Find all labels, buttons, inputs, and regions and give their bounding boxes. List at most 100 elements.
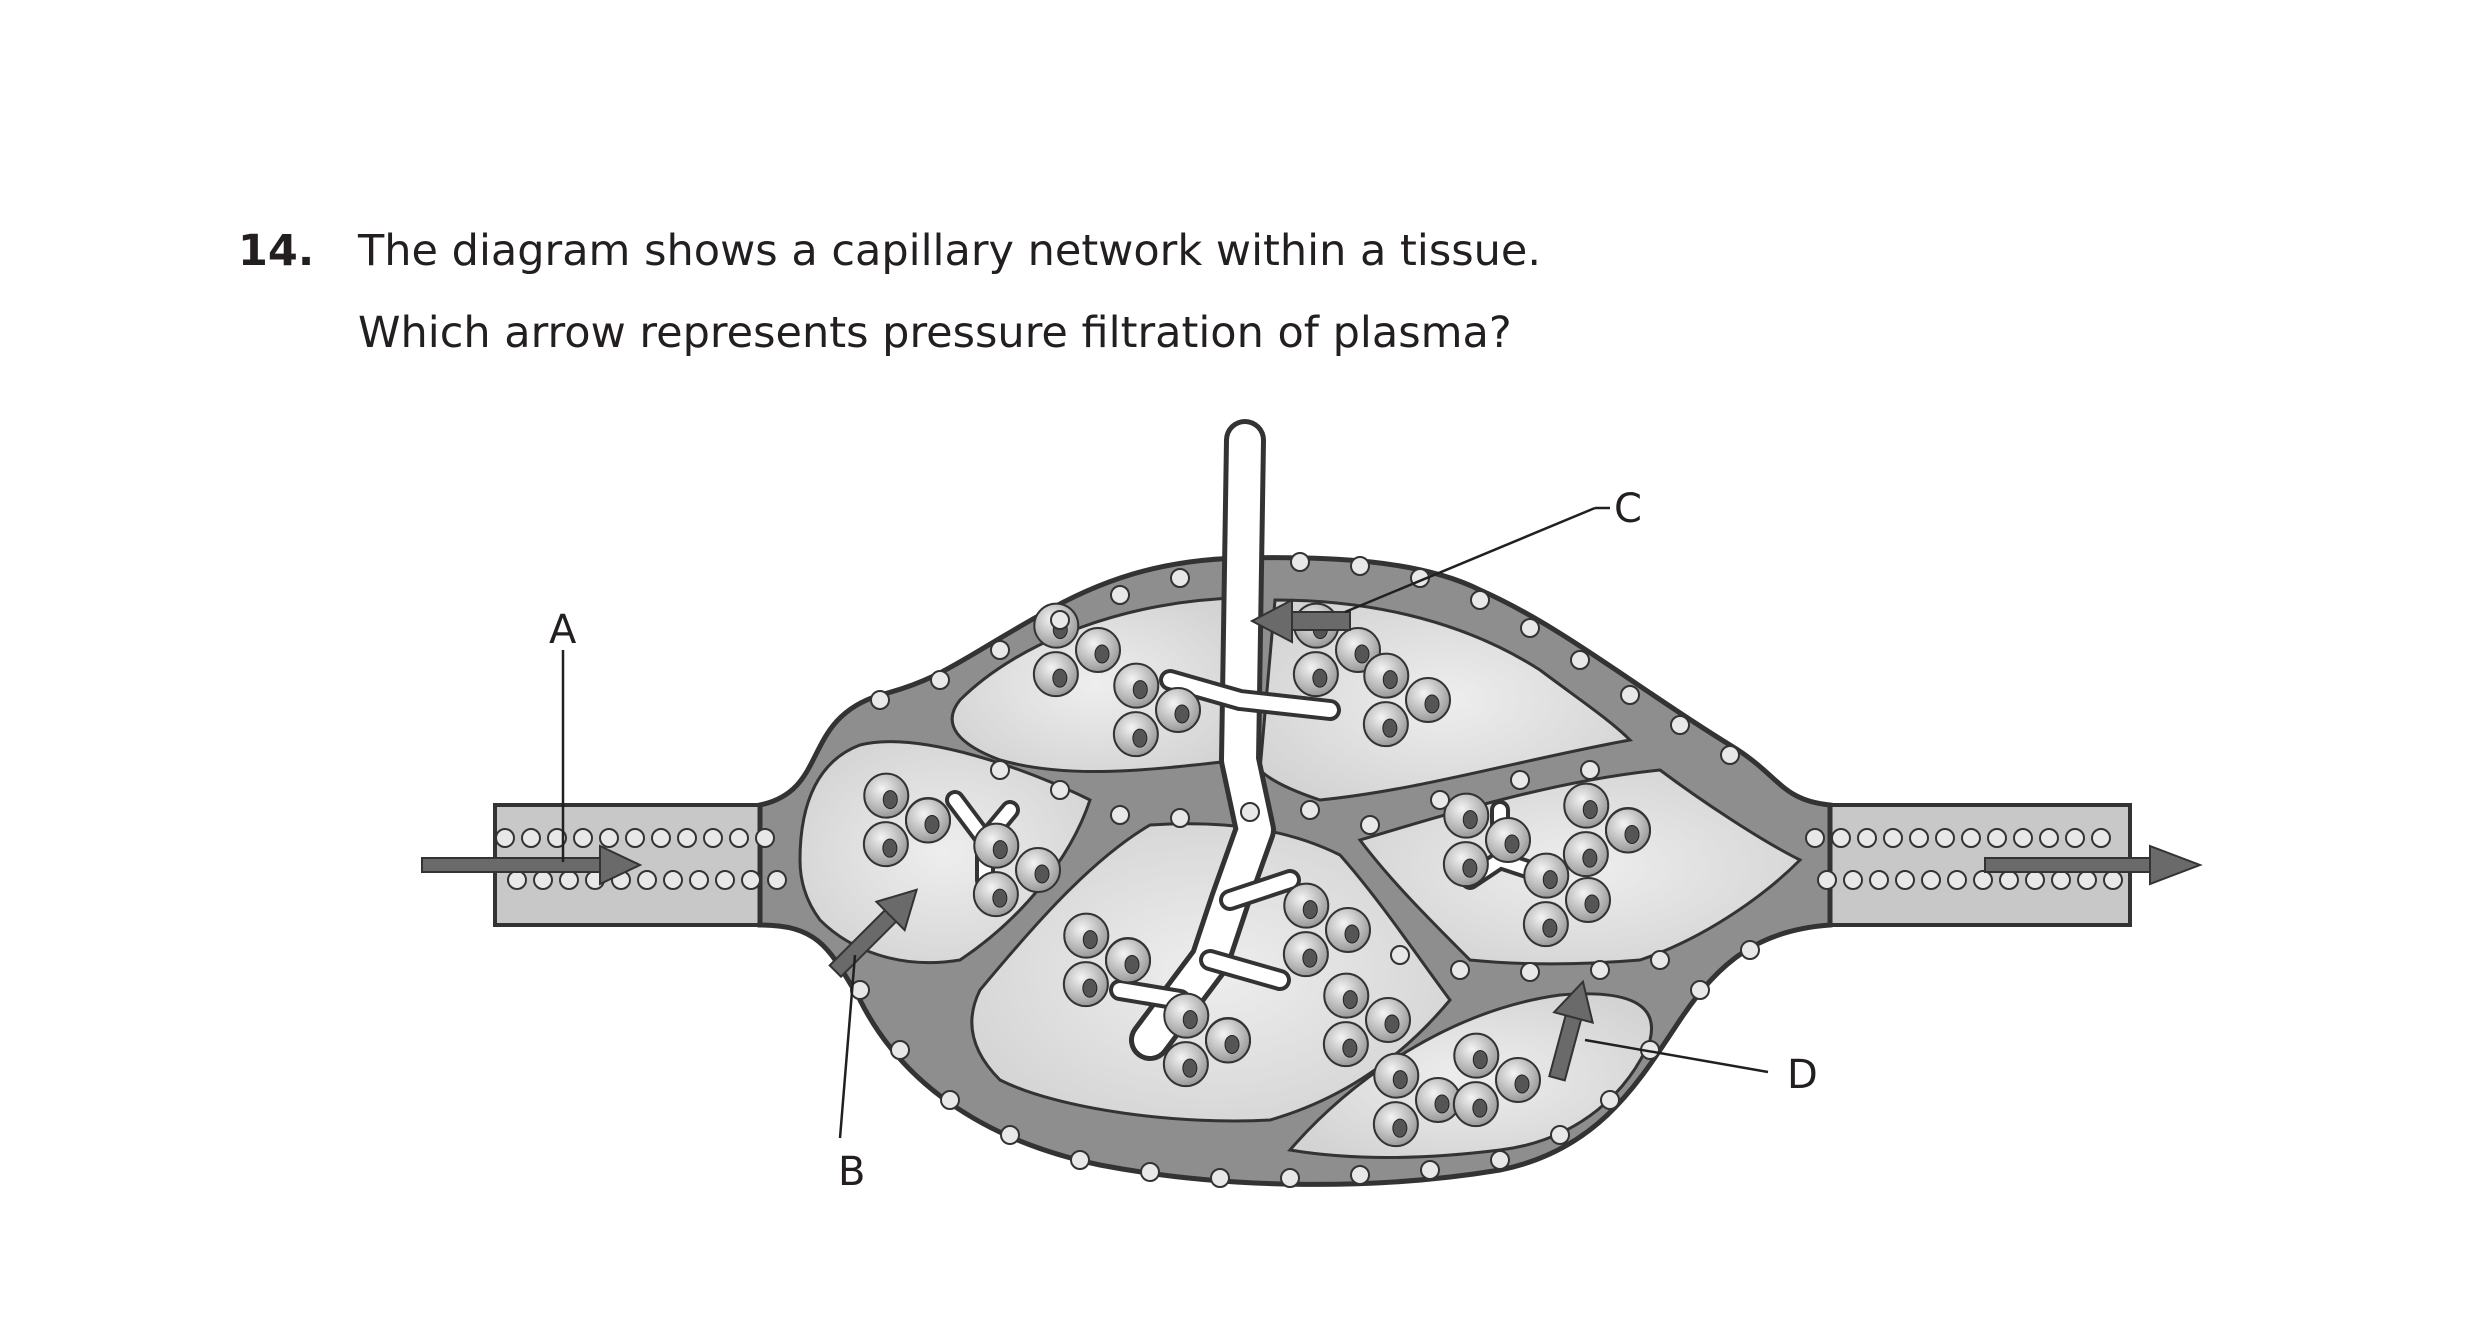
blood-cell (1690, 980, 1710, 1000)
blood-cell (1420, 1160, 1440, 1180)
cell-nucleus (1182, 1010, 1198, 1030)
question-number: 14. (238, 226, 315, 276)
cell-nucleus (1472, 1098, 1488, 1118)
cell-nucleus (1132, 728, 1148, 748)
blood-cell (1857, 828, 1877, 848)
blood-cell (1670, 715, 1690, 735)
arrow-a (421, 844, 643, 886)
blood-cell (533, 870, 553, 890)
cell-nucleus (1582, 800, 1598, 820)
blood-cell (547, 828, 567, 848)
tissue-cells (862, 602, 1651, 1148)
blood-cell (1947, 870, 1967, 890)
blood-cell (651, 828, 671, 848)
cell-nucleus (1462, 810, 1478, 830)
cell-nucleus (1132, 680, 1148, 700)
blood-cell (1550, 1125, 1570, 1145)
cell-nucleus (1542, 918, 1558, 938)
cell-nucleus (1342, 990, 1358, 1010)
leader-d (1584, 1038, 1769, 1074)
blood-cell (940, 1090, 960, 1110)
cell-nucleus (1424, 694, 1440, 714)
blood-cell (703, 828, 723, 848)
arrows (421, 598, 2203, 1082)
cell-nucleus (1392, 1118, 1408, 1138)
blood-cell (625, 828, 645, 848)
blood-cell (767, 870, 787, 890)
blood-cell (573, 828, 593, 848)
blood-cell (1620, 685, 1640, 705)
blood-cell (1805, 828, 1825, 848)
blood-cell (1883, 828, 1903, 848)
blood-cell (1720, 745, 1740, 765)
blood-cell (1350, 1165, 1370, 1185)
blood-cell (1869, 870, 1889, 890)
leader-lines (561, 506, 1769, 1139)
blood-cell (521, 828, 541, 848)
question-prompt: Which arrow represents pressure filtrati… (358, 308, 1512, 358)
blood-cell (1140, 1162, 1160, 1182)
blood-cell (1470, 590, 1490, 610)
blood-cell (507, 870, 527, 890)
blood-cell (1300, 800, 1320, 820)
blood-cell (930, 670, 950, 690)
label-b: B (838, 1149, 865, 1195)
blood-cell (2091, 828, 2111, 848)
blood-cell (637, 870, 657, 890)
blood-cell (1973, 870, 1993, 890)
blood-cell (2103, 870, 2123, 890)
blood-cell (1000, 1125, 1020, 1145)
label-d: D (1787, 1052, 1818, 1098)
blood-cell (559, 870, 579, 890)
blood-cell (1999, 870, 2019, 890)
blood-cell (1050, 610, 1070, 630)
blood-cell (599, 828, 619, 848)
leader-c (1344, 506, 1596, 614)
cell-nucleus (1344, 924, 1360, 944)
question-stem: The diagram shows a capillary network wi… (358, 226, 1542, 276)
cell-nucleus (1034, 864, 1050, 884)
blood-cell (689, 870, 709, 890)
arrow-c (1249, 598, 1351, 644)
arrow-exit (1984, 844, 2203, 886)
blood-cell (1450, 960, 1470, 980)
blood-cell (2039, 828, 2059, 848)
blood-cell (755, 828, 775, 848)
cell-nucleus (1582, 848, 1598, 868)
cell-nucleus (1504, 834, 1520, 854)
cell-nucleus (1082, 930, 1098, 950)
blood-cell (1831, 828, 1851, 848)
cell-nucleus (1302, 948, 1318, 968)
cell-nucleus (1382, 670, 1398, 690)
blood-cell (1921, 870, 1941, 890)
cell-nucleus (1542, 870, 1558, 890)
blood-cell (1390, 945, 1410, 965)
blood-cell (663, 870, 683, 890)
blood-cell (1580, 760, 1600, 780)
blood-cell (2025, 870, 2045, 890)
blood-cell (990, 640, 1010, 660)
blood-cell (1520, 618, 1540, 638)
label-c: C (1614, 486, 1642, 532)
cell-nucleus (1224, 1034, 1240, 1054)
blood-cell (1070, 1150, 1090, 1170)
cell-nucleus (1384, 1014, 1400, 1034)
blood-cell (2051, 870, 2071, 890)
cell-nucleus (882, 838, 898, 858)
cell-nucleus (992, 888, 1008, 908)
cell-nucleus (1584, 894, 1600, 914)
blood-cell (1520, 962, 1540, 982)
blood-cell (1590, 960, 1610, 980)
blood-cell (2013, 828, 2033, 848)
cell-nucleus (882, 790, 898, 810)
blood-cell (1050, 780, 1070, 800)
cell-nucleus (1514, 1074, 1530, 1094)
blood-cell (1987, 828, 2007, 848)
blood-cell (677, 828, 697, 848)
cell-nucleus (1094, 644, 1110, 664)
cell-nucleus (1392, 1070, 1408, 1090)
blood-cell (1510, 770, 1530, 790)
cell-nucleus (1624, 824, 1640, 844)
cell-nucleus (1082, 978, 1098, 998)
